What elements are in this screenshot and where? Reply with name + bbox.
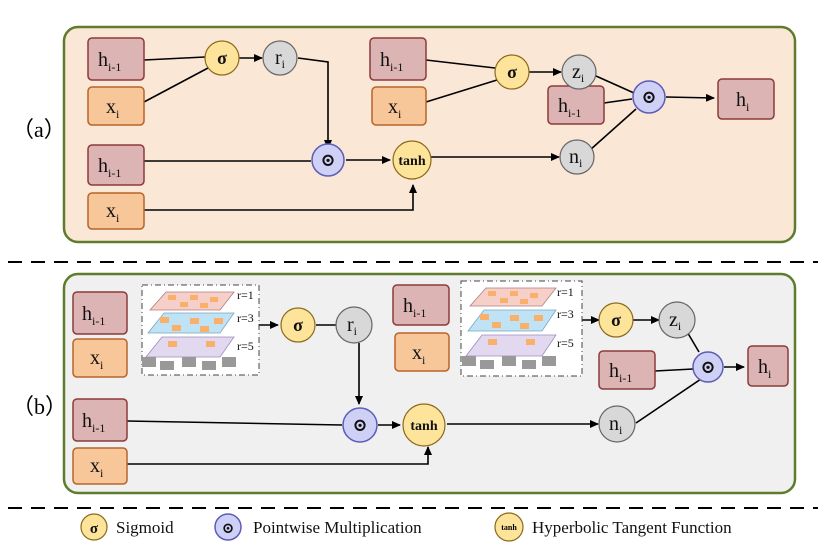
b-dot-1: ⊙	[342, 407, 378, 443]
a-tanh: tanh	[392, 140, 432, 180]
svg-text:xi: xi	[106, 200, 120, 225]
b-sigma-1: σ	[280, 307, 316, 343]
a-z-node: zi	[561, 54, 597, 90]
a-h-prev-2: hi-1	[87, 144, 145, 186]
b-h-prev-1: hi-1	[72, 291, 128, 335]
svg-text:xi: xi	[90, 347, 104, 372]
panel-a-frame	[62, 25, 797, 244]
a-h-prev-4: hi-1	[547, 85, 605, 125]
a-h-prev-1: hi-1	[87, 37, 145, 81]
panel-a: （a） hi-1 xi	[12, 25, 797, 244]
b-n-node: ni	[598, 405, 636, 443]
svg-text:hi-1: hi-1	[98, 49, 121, 74]
legend-sigmoid: σ Sigmoid	[80, 513, 174, 541]
svg-text:r=3: r=3	[237, 311, 254, 325]
legend-pointwise: ⊙ Pointwise Multiplication	[214, 513, 422, 541]
a-n-node: ni	[559, 139, 595, 175]
svg-text:ni: ni	[609, 413, 623, 437]
svg-text:ni: ni	[569, 146, 583, 170]
panel-b-connections	[126, 316, 745, 465]
svg-text:hi-1: hi-1	[609, 360, 632, 385]
svg-text:⊙: ⊙	[352, 415, 367, 435]
b-h-prev-4: hi-1	[598, 350, 656, 390]
svg-text:hi-1: hi-1	[98, 155, 121, 180]
legend: σ Sigmoid ⊙ Pointwise Multiplication tan…	[80, 512, 732, 542]
a-r-node: ri	[262, 40, 298, 76]
svg-text:σ: σ	[507, 62, 517, 82]
a-x-2: xi	[87, 192, 145, 230]
svg-text:σ: σ	[217, 48, 227, 68]
svg-text:tanh: tanh	[410, 419, 437, 434]
svg-text:xi: xi	[106, 96, 120, 121]
svg-text:r=1: r=1	[237, 288, 254, 302]
panel-a-connections	[143, 54, 715, 211]
svg-text:tanh: tanh	[501, 523, 517, 532]
b-x-2: xi	[72, 447, 128, 485]
svg-text:r=1: r=1	[557, 285, 574, 299]
svg-text:xi: xi	[388, 96, 402, 121]
svg-text:xi: xi	[90, 455, 104, 480]
svg-text:⊙: ⊙	[222, 521, 235, 537]
svg-text:hi-1: hi-1	[558, 95, 581, 120]
b-x-1: xi	[72, 338, 128, 378]
a-sigma-1: σ	[204, 40, 240, 76]
svg-text:σ: σ	[611, 310, 621, 330]
svg-text:xi: xi	[412, 342, 426, 367]
svg-text:zi: zi	[669, 309, 682, 333]
svg-text:hi-1: hi-1	[82, 303, 105, 328]
dilation-block-1: r=1 r=3 r=5	[141, 284, 260, 376]
svg-text:Pointwise Multiplication: Pointwise Multiplication	[253, 518, 422, 537]
a-x-3: xi	[371, 86, 427, 126]
svg-text:σ: σ	[293, 315, 303, 335]
legend-tanh: tanh Hyperbolic Tangent Function	[494, 512, 732, 542]
a-dot-1: ⊙	[311, 143, 345, 177]
a-h-out: hi	[717, 78, 775, 120]
b-sigma-2: σ	[598, 302, 634, 338]
svg-text:⊙: ⊙	[320, 150, 335, 170]
svg-text:ri: ri	[347, 314, 358, 338]
b-x-3: xi	[394, 332, 450, 372]
svg-text:zi: zi	[572, 61, 585, 85]
svg-text:Hyperbolic Tangent Function: Hyperbolic Tangent Function	[532, 518, 732, 537]
dilation-block-2: r=1 r=3 r=5	[460, 280, 583, 377]
svg-text:hi-1: hi-1	[403, 295, 426, 320]
b-h-out: hi	[747, 345, 789, 387]
b-tanh: tanh	[402, 403, 446, 447]
svg-text:ri: ri	[275, 47, 286, 71]
a-dot-2: ⊙	[632, 80, 666, 114]
svg-text:hi: hi	[736, 89, 750, 114]
a-sigma-2: σ	[494, 54, 530, 90]
svg-text:hi-1: hi-1	[82, 410, 105, 435]
panel-a-label: （a）	[12, 117, 66, 142]
b-h-prev-2: hi-1	[72, 398, 128, 442]
b-h-prev-3: hi-1	[392, 284, 450, 326]
svg-text:⊙: ⊙	[641, 87, 656, 107]
a-x-1: xi	[87, 86, 145, 126]
b-dot-2: ⊙	[692, 351, 724, 383]
svg-text:r=5: r=5	[237, 339, 254, 353]
svg-text:⊙: ⊙	[700, 357, 715, 377]
svg-text:r=3: r=3	[557, 307, 574, 321]
svg-text:Sigmoid: Sigmoid	[116, 518, 174, 537]
a-h-prev-3: hi-1	[369, 37, 427, 81]
svg-text:σ: σ	[90, 521, 99, 537]
panel-b: （b）	[12, 272, 797, 495]
b-z-node: zi	[658, 301, 696, 339]
svg-text:tanh: tanh	[398, 154, 425, 169]
svg-text:hi: hi	[758, 356, 772, 381]
svg-text:r=5: r=5	[557, 336, 574, 350]
panel-b-label: （b）	[12, 394, 67, 419]
b-r-node: ri	[335, 306, 373, 344]
svg-text:hi-1: hi-1	[380, 49, 403, 74]
